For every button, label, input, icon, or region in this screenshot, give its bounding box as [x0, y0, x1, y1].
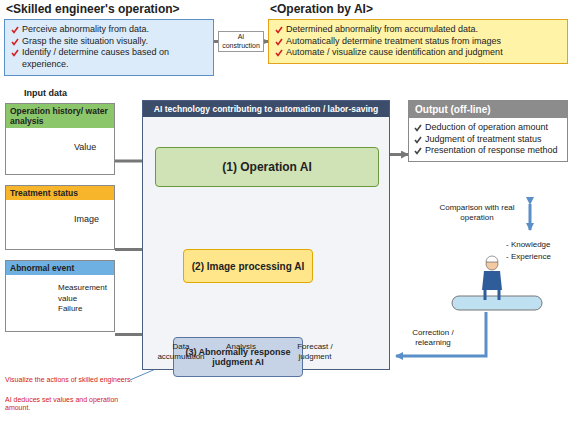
input-box: Operation history/ water analysisValue — [5, 103, 115, 175]
check-mark — [275, 49, 283, 57]
check-mark — [414, 136, 422, 144]
box-body: Measurement valueFailure — [6, 275, 114, 314]
item-line: Failure — [58, 304, 112, 314]
box-body: Image — [6, 200, 114, 226]
text-label: AI deduces set values and operation amou… — [5, 396, 133, 413]
skill-panel: <Skilled engineer's operation> Perceive a… — [4, 2, 214, 76]
input-value: Image — [74, 214, 99, 226]
item-line: Image — [74, 214, 112, 226]
text-label: Input data — [24, 88, 114, 99]
process-label: (1) Operation AI — [222, 160, 312, 174]
output-item: Presentation of response method — [425, 145, 558, 157]
item-line: Presentation of response method — [414, 145, 562, 157]
input-value: Measurement value — [58, 283, 112, 304]
check-item: Grasp the site situation visually. — [22, 36, 148, 48]
input-header: Abnormal event — [6, 261, 114, 275]
text-label: Visualize the actions of skilled enginee… — [5, 376, 133, 384]
check-mark — [11, 38, 19, 46]
item-line: Automatically determine treatment status… — [275, 36, 561, 48]
box-header: AI technology contributing to automation… — [143, 101, 389, 117]
operator-figure — [452, 256, 542, 310]
check-mark — [414, 124, 422, 132]
check-item: Automate / visualize cause identificatio… — [286, 47, 503, 59]
text-label: Comparison with real operation — [430, 203, 524, 222]
text-label: Data accumulation — [150, 342, 212, 361]
box-body: Value — [6, 128, 114, 154]
process-box: (1) Operation AI — [155, 147, 379, 187]
input-header: Treatment status — [6, 186, 114, 200]
text-label: Analysis — [216, 342, 266, 352]
text-label: Forecast / judgment — [280, 342, 350, 361]
input-value: Value — [74, 142, 96, 154]
box-body: Determined abnormality from accumulated … — [268, 19, 568, 64]
item-line: Deduction of operation amount — [414, 122, 562, 134]
check-item: Perceive abnormality from data. — [22, 24, 149, 36]
item-line: Perceive abnormality from data. — [11, 24, 207, 36]
comparison-arrow — [530, 204, 531, 230]
item-line: Automate / visualize cause identificatio… — [275, 47, 561, 59]
item-line: Grasp the site situation visually. — [11, 36, 207, 48]
input-box: Treatment statusImage — [5, 185, 115, 250]
box-body: Deduction of operation amountJudgment of… — [409, 118, 567, 161]
check-item: Automatically determine treatment status… — [286, 36, 501, 48]
check-mark — [414, 147, 422, 155]
item-line: Identify / determine causes based on exp… — [11, 47, 207, 70]
input-header: Operation history/ water analysis — [6, 104, 114, 128]
output-item: Judgment of treatment status — [425, 134, 542, 146]
panel-heading: <Skilled engineer's operation> — [6, 2, 214, 16]
check-item: Identify / determine causes based on exp… — [22, 47, 207, 70]
check-mark — [275, 38, 283, 46]
ai-panel: <Operation by AI> Determined abnormality … — [268, 2, 568, 64]
relearning-arrow — [396, 312, 486, 356]
text-label: - Knowledge — [506, 240, 570, 250]
check-mark — [275, 26, 283, 34]
ai-technology-box: AI technology contributing to automation… — [142, 100, 390, 370]
item-line: Value — [74, 142, 112, 154]
input-value: Failure — [58, 304, 82, 314]
text-label: Correction / relearning — [396, 328, 470, 347]
process-label: (2) Image processing AI — [192, 261, 304, 272]
check-mark — [11, 26, 19, 34]
check-mark — [11, 49, 19, 57]
edge-label: AI construction — [218, 31, 264, 51]
panel-heading: <Operation by AI> — [270, 2, 568, 16]
item-line: Measurement value — [58, 283, 112, 304]
check-item: Determined abnormality from accumulated … — [286, 24, 478, 36]
output-item: Deduction of operation amount — [425, 122, 548, 134]
text-label: - Experience — [506, 252, 570, 262]
item-line: Judgment of treatment status — [414, 134, 562, 146]
item-line: Determined abnormality from accumulated … — [275, 24, 561, 36]
box-body: Perceive abnormality from data.Grasp the… — [4, 19, 214, 76]
output-header: Output (off-line) — [409, 101, 567, 118]
process-box: (2) Image processing AI — [183, 249, 313, 283]
input-box: Abnormal eventMeasurement valueFailure — [5, 260, 115, 332]
output-box: Output (off-line)Deduction of operation … — [408, 100, 568, 162]
